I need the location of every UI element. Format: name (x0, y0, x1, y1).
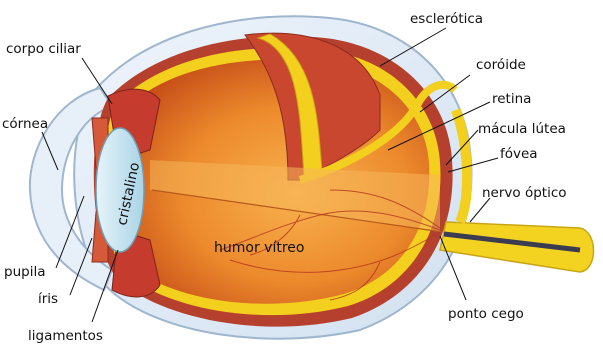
label-humor-vitreo: humor vítreo (214, 240, 304, 256)
label-coroide: coróide (476, 57, 526, 73)
label-retina: retina (492, 91, 531, 107)
label-corpo-ciliar: corpo ciliar (6, 41, 81, 57)
label-macula-lutea: mácula lútea (478, 121, 566, 137)
label-ligamentos: ligamentos (28, 328, 103, 344)
label-esclerotica: esclerótica (410, 11, 483, 27)
label-pupila: pupila (4, 264, 45, 280)
label-ponto-cego: ponto cego (448, 306, 524, 322)
label-cornea: córnea (2, 116, 48, 132)
label-fovea: fóvea (500, 146, 538, 162)
label-iris: íris (38, 291, 58, 307)
label-nervo-optico: nervo óptico (482, 185, 567, 201)
